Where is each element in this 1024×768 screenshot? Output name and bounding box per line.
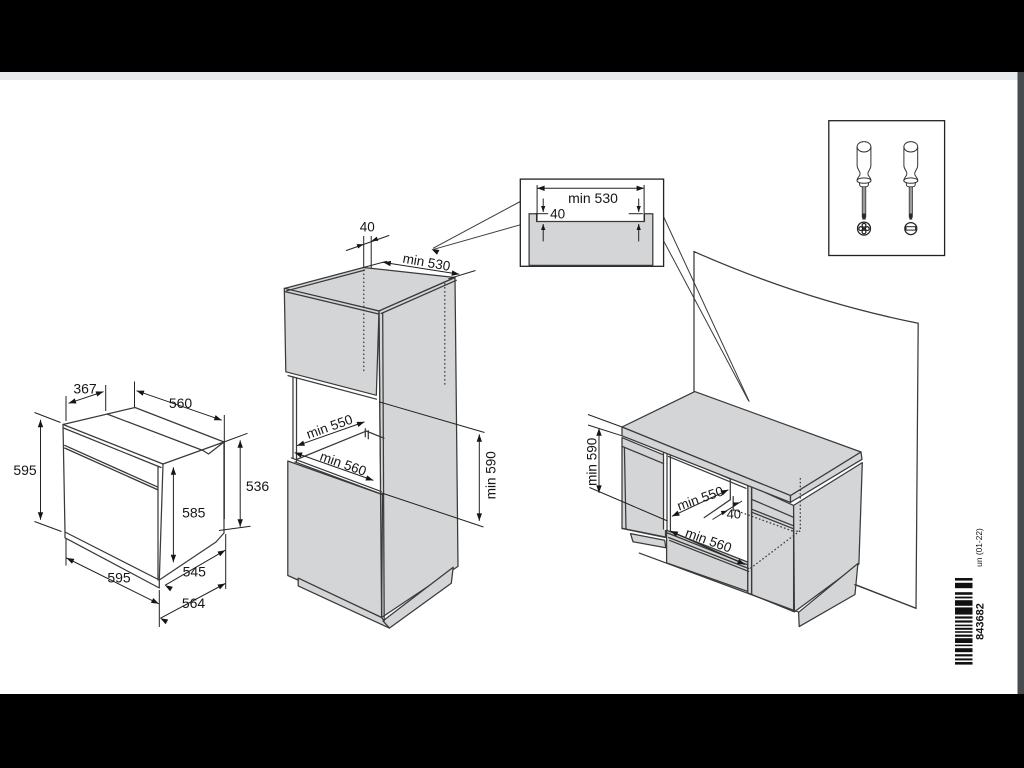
- svg-text:595: 595: [107, 570, 131, 586]
- svg-text:595: 595: [13, 462, 37, 478]
- svg-text:843682: 843682: [975, 603, 987, 640]
- svg-text:min 590: min 590: [585, 438, 600, 486]
- svg-text:min 590: min 590: [483, 451, 498, 499]
- svg-text:545: 545: [183, 564, 207, 580]
- svg-text:min 530: min 530: [568, 190, 618, 206]
- svg-text:536: 536: [246, 478, 270, 494]
- svg-text:560: 560: [169, 395, 193, 411]
- svg-text:585: 585: [182, 505, 206, 521]
- svg-text:564: 564: [182, 595, 206, 611]
- svg-text:40: 40: [550, 207, 565, 222]
- svg-text:un (01-22): un (01-22): [974, 528, 984, 567]
- svg-text:40: 40: [360, 220, 375, 235]
- svg-text:367: 367: [73, 381, 97, 397]
- svg-text:40: 40: [727, 507, 741, 522]
